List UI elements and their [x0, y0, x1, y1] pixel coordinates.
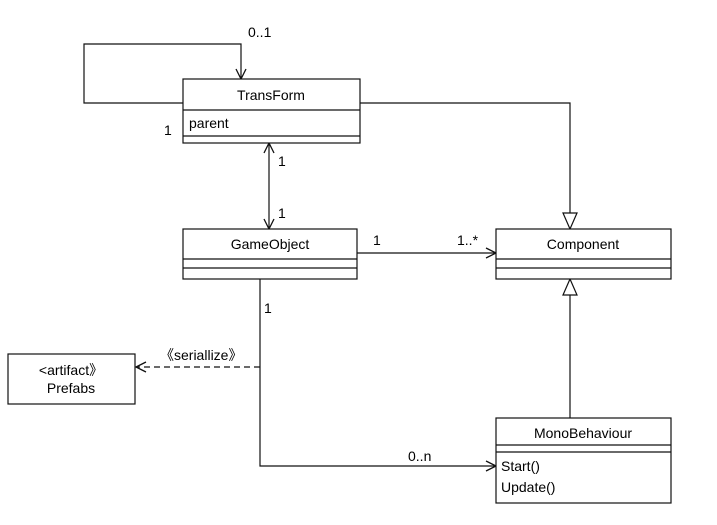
attribute-parent: parent — [189, 115, 229, 131]
monobehaviour-target-multiplicity: 0..n — [408, 448, 431, 464]
artifact-name: Prefabs — [47, 380, 95, 396]
method-update: Update() — [501, 479, 555, 495]
self-assoc-target-multiplicity: 0..1 — [248, 24, 272, 40]
class-gameobject[interactable]: GameObject — [182, 228, 358, 280]
method-start: Start() — [501, 458, 540, 474]
transform-component-generalization — [360, 102, 570, 229]
gameobject-end-multiplicity: 1 — [278, 205, 286, 221]
artifact-stereotype: <artifact》 — [39, 362, 103, 378]
serialize-stereotype-label: 《seriallize》 — [160, 347, 242, 363]
class-component[interactable]: Component — [495, 228, 672, 280]
self-association-transform: 0..1 1 — [83, 24, 272, 138]
class-name-transform: TransForm — [237, 87, 305, 103]
transform-gameobject-association: 1 1 — [269, 143, 286, 229]
class-transform[interactable]: TransForm parent — [182, 78, 361, 144]
transform-end-multiplicity: 1 — [278, 153, 286, 169]
component-target-multiplicity: 1..* — [457, 232, 479, 248]
gameobject-monobehaviour-association: 1 0..n — [259, 279, 496, 466]
gameobject-component-association: 1 1..* — [357, 232, 496, 253]
artifact-prefabs[interactable]: <artifact》 Prefabs — [7, 353, 136, 405]
serialize-dependency: 《seriallize》 — [136, 347, 260, 367]
class-name-gameobject: GameObject — [231, 236, 310, 252]
class-name-monobehaviour: MonoBehaviour — [534, 425, 632, 441]
gameobject-source-multiplicity: 1 — [373, 232, 381, 248]
class-monobehaviour[interactable]: MonoBehaviour Start() Update() — [495, 417, 672, 504]
self-assoc-source-multiplicity: 1 — [164, 122, 172, 138]
gameobject-mono-source-multiplicity: 1 — [264, 300, 272, 316]
class-name-component: Component — [547, 236, 619, 252]
